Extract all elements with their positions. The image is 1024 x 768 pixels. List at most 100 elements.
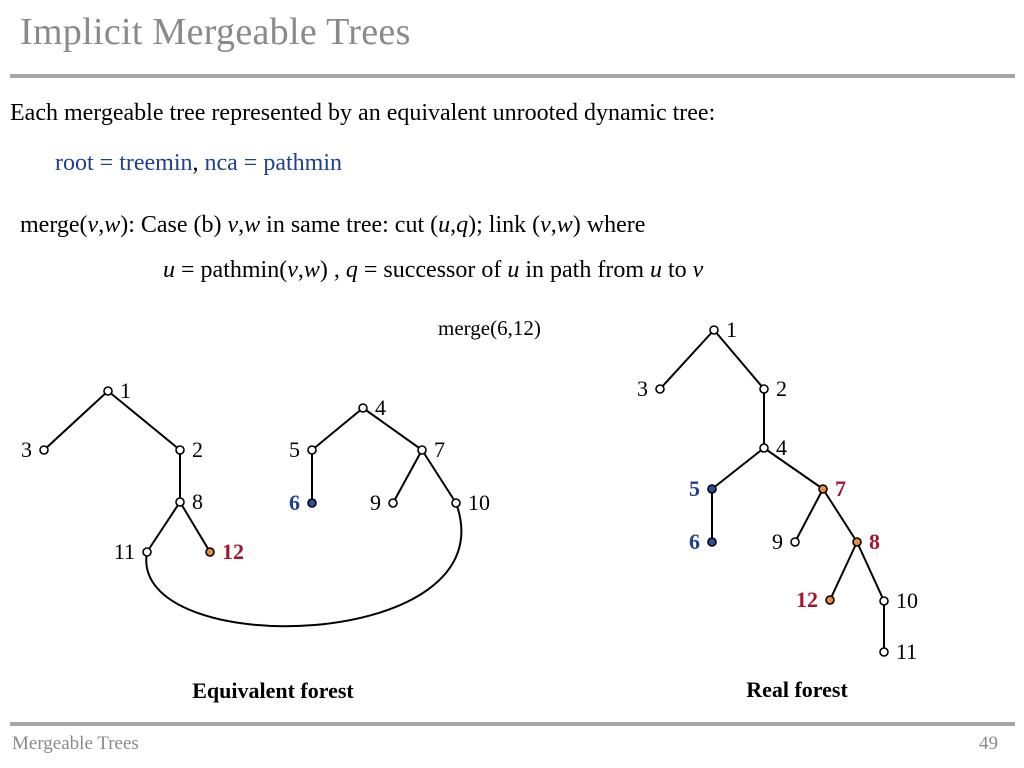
- var-w: w: [104, 212, 121, 238]
- text-part: to: [662, 257, 693, 283]
- merge-case-line: merge(v,w): Case (b) v,w in same tree: c…: [20, 212, 645, 239]
- real-node-10: [879, 596, 889, 606]
- equivalent-node-2: [175, 445, 185, 455]
- definition-separator: ,: [192, 150, 199, 176]
- text-part: = pathmin(: [175, 257, 288, 283]
- page-title: Implicit Mergeable Trees: [20, 11, 411, 53]
- equivalent-link-11-10: [145, 502, 463, 628]
- equivalent-node-label-9: 9: [370, 490, 381, 515]
- title-divider: [10, 74, 1015, 78]
- equivalent-node-12: [205, 547, 215, 557]
- real-node-2: [759, 384, 769, 394]
- real-node-6: [707, 537, 717, 547]
- var-u: u: [438, 212, 451, 238]
- equivalent-node-label-3: 3: [21, 437, 32, 462]
- text-part: ,: [550, 212, 557, 238]
- equivalent-node-label-1: 1: [120, 378, 131, 403]
- var-v: v: [87, 212, 99, 238]
- footer-divider: [10, 722, 1015, 726]
- real-node-label-4: 4: [776, 435, 787, 460]
- text-part: merge(: [20, 212, 88, 238]
- real-edge-1-3: [659, 329, 715, 390]
- real-node-label-5: 5: [689, 476, 700, 501]
- equivalent-node-7: [417, 445, 427, 455]
- equivalent-node-label-4: 4: [375, 395, 386, 420]
- real-edge-4-7: [763, 447, 824, 490]
- var-u: u: [507, 257, 520, 283]
- real-edge-7-9: [794, 488, 824, 543]
- real-node-11: [879, 647, 889, 657]
- equivalent-node-label-7: 7: [434, 437, 445, 462]
- text-part: in same tree: cut (: [260, 212, 439, 238]
- text-part: = successor of: [357, 257, 508, 283]
- real-node-3: [655, 384, 665, 394]
- var-v: v: [287, 257, 298, 283]
- equivalent-edge-4-7: [362, 407, 423, 451]
- var-w: w: [303, 257, 320, 283]
- real-node-label-6: 6: [689, 529, 700, 554]
- equivalent-edge-1-3: [43, 390, 109, 451]
- text-part: ,: [297, 257, 304, 283]
- var-u: u: [163, 257, 175, 283]
- equivalent-edge-8-11: [146, 501, 181, 553]
- definition-line: root = treemin, nca = pathmin: [55, 150, 342, 177]
- real-node-label-3: 3: [637, 376, 648, 401]
- text-part: ) where: [572, 212, 646, 238]
- var-v: v: [692, 257, 704, 283]
- page-number: 49: [979, 733, 998, 754]
- real-node-8: [852, 537, 862, 547]
- real-node-label-12: 12: [796, 587, 818, 612]
- real-node-label-1: 1: [726, 317, 737, 342]
- var-w: w: [556, 212, 573, 238]
- text-part: ) ,: [319, 257, 346, 283]
- equivalent-node-1: [103, 386, 113, 396]
- footer-title: Mergeable Trees: [12, 733, 139, 754]
- real-edge-8-12: [829, 541, 858, 601]
- equivalent-edge-7-9: [392, 449, 423, 504]
- nca-definition: nca = pathmin: [198, 150, 343, 176]
- var-u: u: [650, 257, 662, 283]
- equivalent-node-4: [358, 403, 368, 413]
- text-part: ,: [238, 212, 245, 238]
- equivalent-node-label-8: 8: [192, 489, 203, 514]
- equivalent-node-8: [175, 497, 185, 507]
- equivalent-node-5: [307, 445, 317, 455]
- equivalent-node-label-11: 11: [114, 539, 135, 564]
- equivalent-node-6: [307, 498, 317, 508]
- root-definition: root = treemin: [55, 150, 193, 176]
- equivalent-node-11: [142, 547, 152, 557]
- equivalent-edge-8-12: [179, 501, 211, 553]
- real-edge-4-5: [711, 447, 765, 490]
- equivalent-edge-1-2: [107, 390, 181, 451]
- merge-operation-label: merge(6,12): [438, 316, 541, 340]
- real-node-label-8: 8: [869, 529, 880, 554]
- real-forest-caption: Real forest: [746, 677, 848, 702]
- equivalent-node-3: [39, 445, 49, 455]
- equivalent-node-label-5: 5: [289, 437, 300, 462]
- equivalent-edge-4-5: [311, 407, 364, 451]
- real-node-7: [818, 484, 828, 494]
- var-q: q: [345, 257, 358, 283]
- real-node-12: [825, 595, 835, 605]
- real-node-label-9: 9: [772, 529, 783, 554]
- equivalent-node-label-12: 12: [222, 539, 244, 564]
- equivalent-node-10: [451, 498, 461, 508]
- var-w: w: [244, 212, 261, 238]
- where-line: u = pathmin(v,w) , q = successor of u in…: [163, 257, 703, 284]
- text-part: in path from: [519, 257, 650, 283]
- text-part: ,: [450, 212, 457, 238]
- real-node-label-10: 10: [896, 588, 918, 613]
- intro-line: Each mergeable tree represented by an eq…: [10, 100, 716, 126]
- equivalent-node-label-2: 2: [192, 437, 203, 462]
- real-edge-8-10: [856, 541, 885, 602]
- var-v: v: [540, 212, 551, 238]
- text-part: ): Case (b): [120, 212, 228, 238]
- text-part: ,: [98, 212, 105, 238]
- real-node-4: [759, 443, 769, 453]
- real-node-label-7: 7: [835, 476, 846, 501]
- equivalent-edge-7-10: [421, 449, 457, 504]
- real-edge-7-8: [822, 488, 858, 543]
